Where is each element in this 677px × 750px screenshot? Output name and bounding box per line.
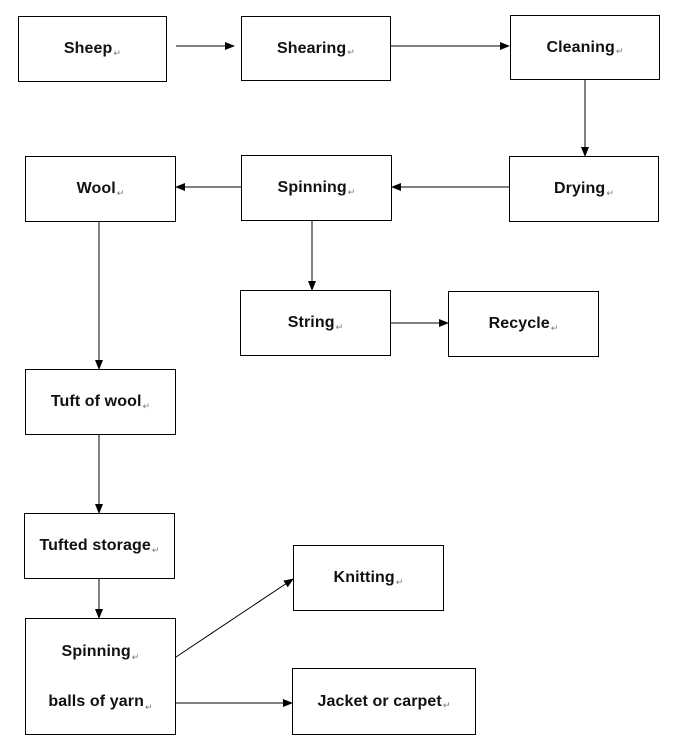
paragraph-mark: ↵ (144, 701, 153, 712)
paragraph-mark: ↵ (347, 186, 356, 197)
node-recycle: Recycle↵ (448, 291, 599, 357)
node-spinning: Spinning↵ (241, 155, 392, 221)
node-sheep: Sheep↵ (18, 16, 167, 82)
node-label: Drying (554, 180, 606, 197)
node-label: Sheep (63, 40, 113, 57)
paragraph-mark: ↵ (606, 187, 614, 198)
node-label: Recycle (488, 315, 550, 332)
node-label: Spinning (61, 642, 131, 660)
paragraph-mark: ↵ (335, 321, 344, 332)
paragraph-mark: ↵ (550, 322, 559, 333)
node-tuft-of-wool: Tuft of wool↵ (25, 369, 176, 435)
node-spinning-balls-of-yarn: Spinning↵ balls of yarn↵ (25, 618, 176, 735)
node-label: Wool (76, 180, 116, 197)
node-drying: Drying↵ (509, 156, 659, 222)
node-string: String↵ (240, 290, 391, 356)
node-label: Spinning (277, 179, 347, 196)
node-shearing: Shearing↵ (241, 16, 391, 81)
node-line: balls of yarn↵ (48, 692, 153, 712)
node-tufted-storage: Tufted storage↵ (24, 513, 175, 579)
node-label: Tufted storage (39, 537, 151, 554)
paragraph-mark: ↵ (442, 700, 451, 710)
node-label: Tuft of wool (50, 393, 142, 410)
paragraph-mark: ↵ (615, 46, 624, 56)
node-wool: Wool↵ (25, 156, 176, 222)
paragraph-mark: ↵ (113, 47, 122, 58)
node-label: balls of yarn (48, 692, 144, 710)
node-label: Knitting (333, 569, 395, 586)
node-line: Spinning↵ (61, 642, 140, 662)
paragraph-mark: ↵ (151, 544, 160, 555)
paragraph-mark: ↵ (116, 187, 125, 198)
paragraph-mark: ↵ (142, 400, 151, 411)
node-knitting: Knitting↵ (293, 545, 444, 611)
paragraph-mark: ↵ (395, 576, 404, 587)
node-cleaning: Cleaning↵ (510, 15, 660, 80)
arrow-spinning-balls-to-knitting (175, 578, 294, 658)
paragraph-mark: ↵ (347, 47, 355, 57)
node-jacket-or-carpet: Jacket or carpet↵ (292, 668, 476, 735)
node-label: Shearing (277, 39, 347, 57)
node-label: Cleaning (546, 38, 615, 56)
node-label: Jacket or carpet (317, 692, 442, 710)
paragraph-mark: ↵ (131, 651, 140, 662)
node-label: String (287, 314, 335, 331)
